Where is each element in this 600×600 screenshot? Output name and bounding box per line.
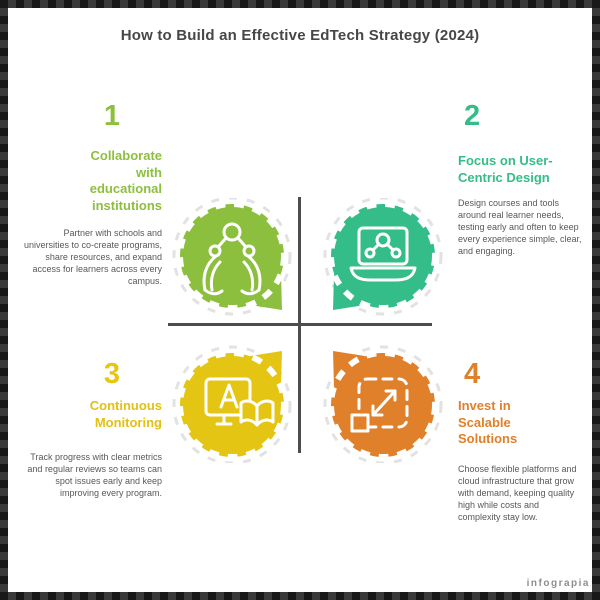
- laptop-network-icon: [349, 226, 417, 282]
- watermark: infograpia: [526, 578, 590, 589]
- checker-edge-left: [0, 0, 8, 600]
- screen-translation-icon: [204, 377, 275, 427]
- step-heading-3: Continuous Monitoring: [89, 398, 162, 430]
- scale-expand-icon: [350, 377, 409, 433]
- step-body-4: Choose flexible platforms and cloud infr…: [458, 464, 577, 522]
- step-number-3: 3: [103, 358, 121, 390]
- bubble-collaborate: [172, 198, 292, 316]
- hands-network-icon: [202, 222, 262, 296]
- step-body-1: Partner with schools and universities to…: [23, 228, 162, 286]
- step-heading-2: Focus on User- Centric Design: [458, 153, 553, 185]
- checker-edge-top: [0, 0, 600, 8]
- divider-horizontal: [168, 323, 432, 326]
- page-title: How to Build an Effective EdTech Strateg…: [120, 27, 480, 44]
- bubble-monitoring: [172, 345, 292, 463]
- step-heading-1: Collaborate with educational institution…: [89, 148, 162, 213]
- checker-edge-right: [592, 0, 600, 600]
- step-number-4: 4: [464, 358, 481, 390]
- step-number-1: 1: [103, 100, 121, 132]
- step-body-2: Design courses and tools around real lea…: [458, 198, 582, 256]
- checker-edge-bottom: [0, 592, 600, 600]
- step-number-2: 2: [464, 100, 481, 132]
- step-heading-4: Invest in Scalable Solutions: [458, 398, 518, 447]
- bubble-scalable: [323, 345, 443, 463]
- bubble-user-centric: [323, 198, 443, 316]
- step-body-3: Track progress with clear metrics and re…: [27, 452, 162, 498]
